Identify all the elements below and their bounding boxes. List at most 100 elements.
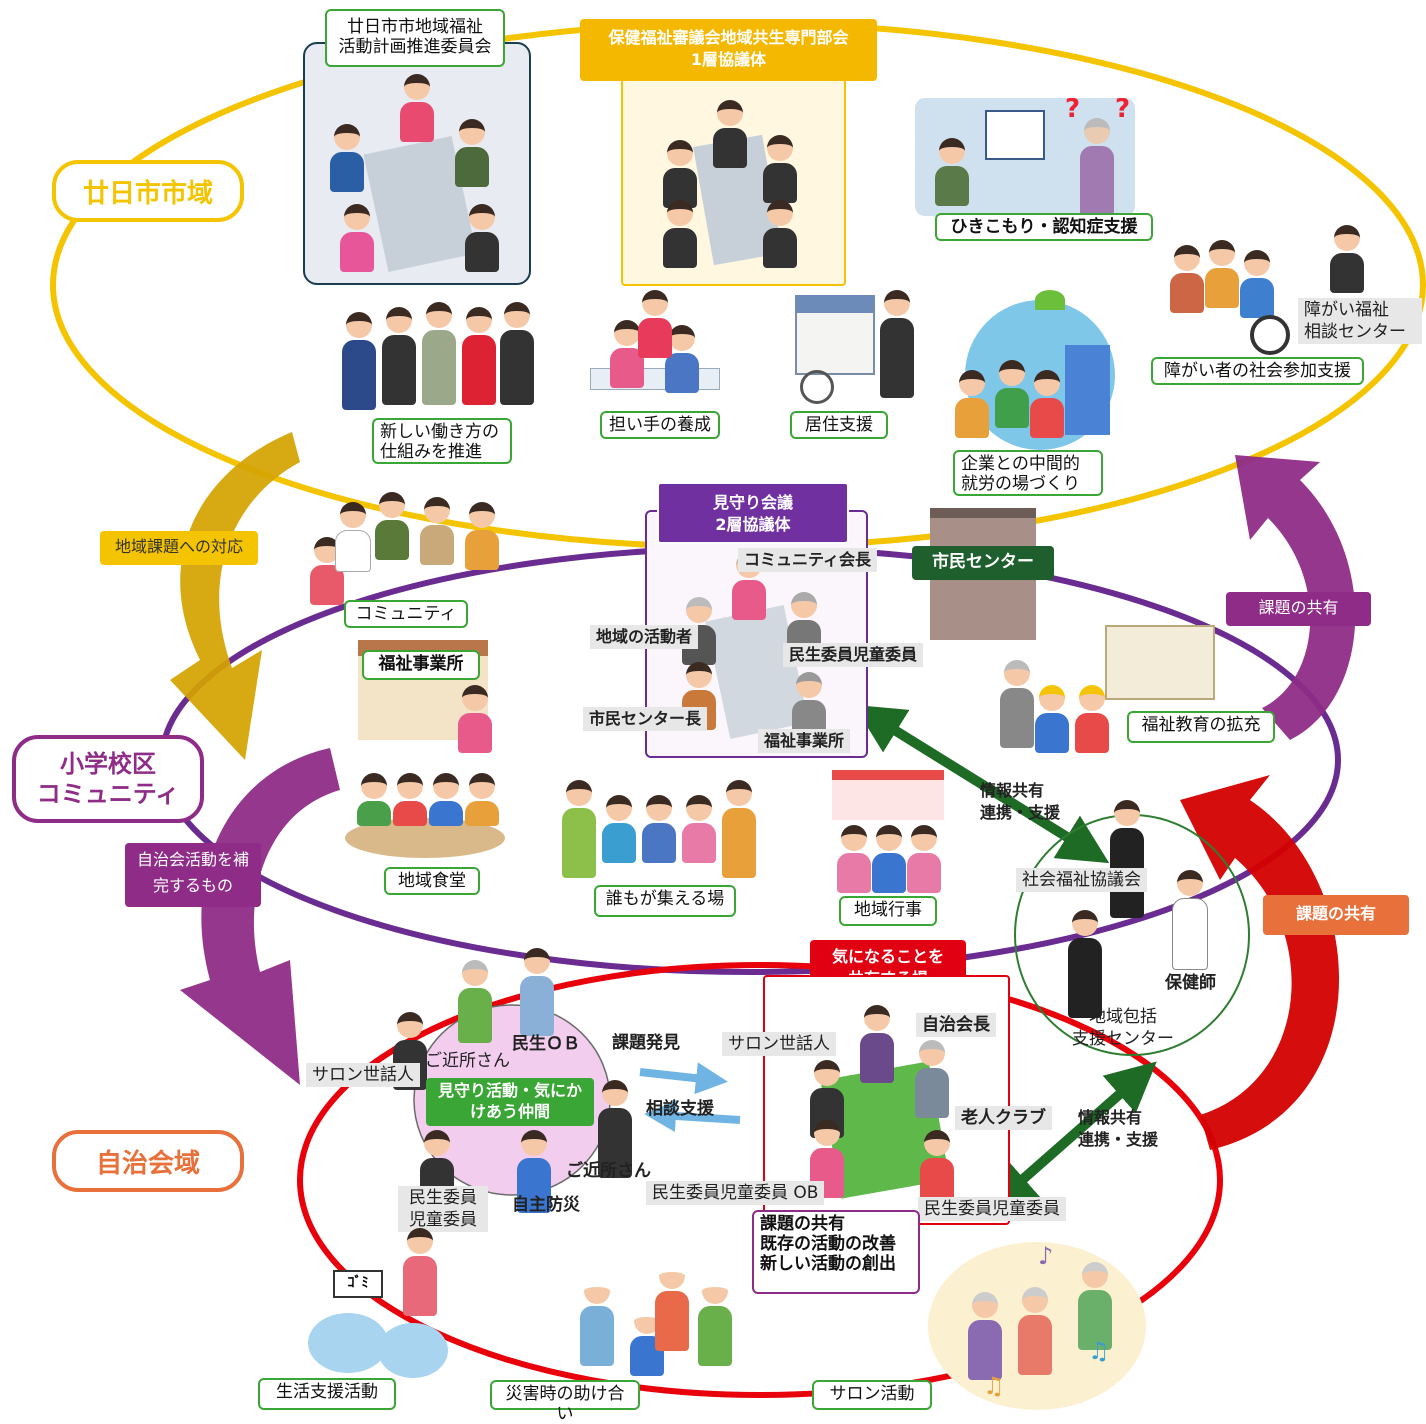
share-issue-top-tag: 課題の共有: [1226, 592, 1371, 626]
region-town-label: 自治会域: [52, 1130, 244, 1192]
person-icon: [598, 1080, 632, 1178]
local-event-label: 地域行事: [839, 896, 937, 926]
welfare-education-label: 福祉教育の拡充: [1127, 711, 1275, 743]
company-scene: [935, 290, 1150, 450]
community-label: コミュニティ: [344, 600, 468, 628]
person-icon: [465, 204, 499, 272]
purple-arrow-left: [180, 748, 340, 1085]
person-icon: [580, 1278, 614, 1366]
council2-role-center-director: 市民センター長: [583, 707, 708, 731]
person-icon: [382, 307, 416, 405]
local-issue-response-tag: 地域課題への対応: [100, 531, 258, 565]
welfare-education-scene: [1000, 625, 1250, 753]
person-icon: [400, 74, 434, 142]
person-icon: [562, 780, 596, 878]
salon-helper-left-label: サロン世話人: [306, 1063, 420, 1087]
school-building-icon: [1105, 625, 1215, 700]
purple-arrow-right: [1235, 455, 1356, 740]
disaster-scene: [570, 1258, 745, 1383]
housing-scene: [780, 285, 925, 415]
blue-arrow-left: [644, 1100, 741, 1132]
person-icon: [935, 138, 969, 206]
person-icon: [330, 124, 364, 192]
person-icon: [610, 320, 644, 388]
person-icon: [638, 290, 672, 358]
question-mark-icon: ?: [1065, 98, 1081, 124]
person-icon: [1110, 800, 1144, 918]
salon-activity-scene: ♪ ♫ ♫: [928, 1242, 1146, 1410]
commissioner-right-label: 民生委員児童委員: [918, 1197, 1066, 1221]
person-icon: [1078, 1262, 1112, 1350]
discovery-label: 課題発見: [612, 1033, 680, 1053]
person-icon: [995, 360, 1029, 428]
committee-label: 廿日市市地域福祉 活動計画推進委員会: [325, 9, 505, 67]
person-icon: [880, 290, 914, 398]
gold-arrow: [170, 432, 300, 760]
music-note-icon: ♫: [983, 1372, 1005, 1400]
person-icon: [602, 795, 636, 863]
person-icon: [1205, 240, 1239, 308]
person-icon: [1172, 870, 1208, 970]
salon-helper-right-label: サロン世話人: [722, 1032, 836, 1056]
social-welfare-label: 社会福祉協議会: [1016, 868, 1147, 892]
garbage-bag-icon: [378, 1323, 448, 1378]
disability-center-label: 障がい福祉 相談センター: [1298, 298, 1422, 344]
person-icon: [722, 780, 756, 878]
person-icon: [393, 773, 427, 826]
region-school-label: 小学校区 コミュニティ: [12, 735, 204, 823]
info-share-lower-label: 情報共有 連携・支援: [1078, 1108, 1159, 1149]
person-icon: [340, 204, 374, 272]
sprout-icon: [1035, 290, 1065, 310]
former-commissioner-label: 民生ＯＢ: [512, 1034, 580, 1054]
disaster-help-label: 災害時の助け合い: [490, 1380, 640, 1424]
person-icon: [655, 1263, 689, 1351]
person-icon: [682, 795, 716, 863]
neighbor-top-label: ご近所さん: [425, 1051, 510, 1071]
self-defense-label: 自主防災: [512, 1195, 580, 1215]
person-icon: [968, 1292, 1002, 1380]
person-icon: [403, 1228, 437, 1316]
person-icon: [1240, 250, 1274, 318]
consultation-label: 相談支援: [646, 1099, 714, 1119]
outcomes-label: 課題の共有 既存の活動の改善 新しい活動の創出: [752, 1210, 920, 1294]
person-icon: [1000, 660, 1034, 748]
elder-club-label: 老人クラブ: [955, 1106, 1052, 1130]
share-issue-mid-tag: 課題の共有: [1263, 895, 1409, 935]
council1-header: 保健福祉審議会地域共生専門部会 1層協議体: [580, 19, 877, 81]
person-icon: [465, 773, 499, 826]
person-icon: [860, 1005, 894, 1083]
person-icon: [630, 1308, 664, 1376]
neighbor-bottom-label: ご近所さん: [566, 1161, 651, 1181]
council2-header: 見守り会議 2層協議体: [657, 482, 849, 544]
person-icon: [520, 948, 554, 1036]
person-icon: [1018, 1287, 1052, 1375]
person-icon: [335, 502, 371, 572]
person-icon: [642, 795, 676, 863]
new-work-scene: [322, 292, 537, 417]
person-icon: [458, 960, 492, 1043]
life-support-label: 生活支援活動: [258, 1378, 396, 1410]
complement-tag: 自治会活動を補 完するもの: [125, 843, 261, 907]
welfare-office-label: 福祉事業所: [362, 650, 480, 680]
local-event-scene: [832, 770, 944, 893]
person-icon: [907, 825, 941, 893]
town-chair-label: 自治会長: [916, 1013, 996, 1037]
person-icon: [1035, 685, 1069, 753]
question-mark-icon: ?: [1115, 98, 1131, 124]
person-icon: [517, 1130, 551, 1213]
salon-activity-label: サロン活動: [812, 1380, 932, 1410]
company-label: 企業との中間的 就労の場づくり: [953, 450, 1103, 496]
person-icon: [1330, 225, 1364, 293]
person-icon: [763, 200, 797, 268]
hikikomori-label: ひきこもり・認知症支援: [935, 213, 1153, 241]
cafeteria-scene: [345, 768, 505, 863]
town-ring: [297, 962, 1223, 1398]
person-icon: [915, 1040, 949, 1118]
person-icon: [1075, 685, 1109, 753]
building-icon: [1065, 345, 1110, 435]
person-icon: [1030, 370, 1064, 438]
stage-icon: [832, 770, 944, 820]
person-icon: [698, 1278, 732, 1366]
person-icon: [357, 773, 391, 826]
